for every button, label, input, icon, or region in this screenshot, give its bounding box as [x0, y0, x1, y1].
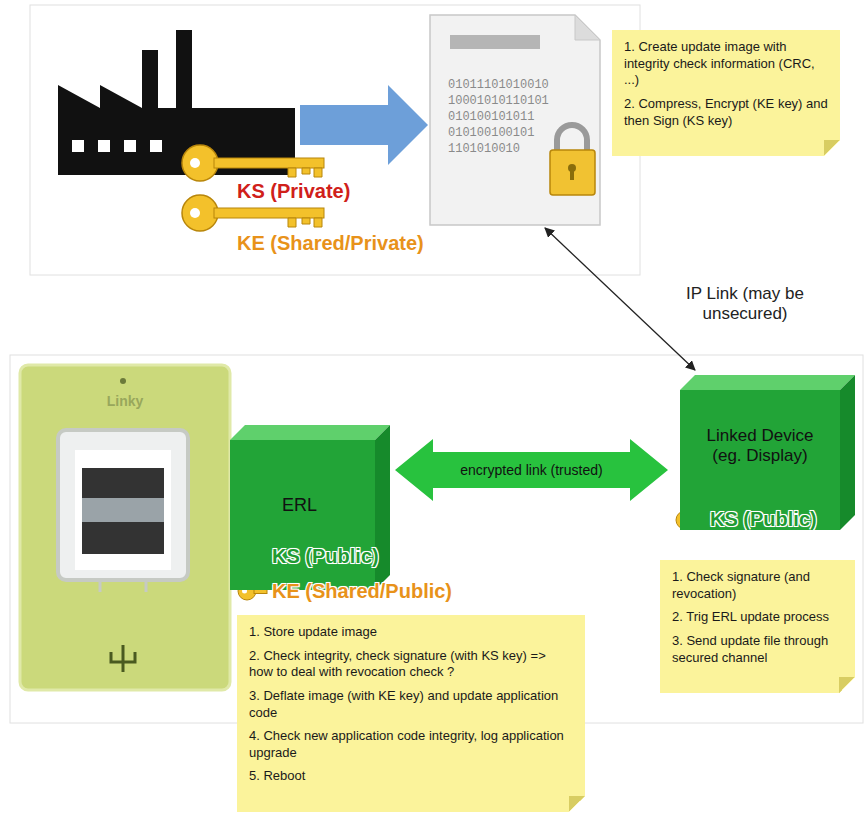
note-text: 5. Reboot [249, 768, 573, 785]
linky-meter: Linky [20, 365, 230, 690]
linky-meter [82, 498, 164, 522]
document-icon [450, 35, 540, 49]
panel [10, 355, 863, 723]
note-text: 2. Compress, Encrypt (KE key) and then S… [624, 96, 828, 129]
note-text: 3. Deflate image (with KE key) and updat… [249, 688, 573, 721]
binary-text: 010100101011 [448, 109, 600, 125]
note-fold [569, 796, 585, 812]
flow-arrow [300, 85, 428, 165]
box-face [230, 425, 390, 440]
note-fold [839, 677, 855, 693]
edge-label: encrypted link (trusted) [442, 462, 622, 479]
box-face [230, 375, 855, 590]
edge-label: IP Link (may be unsecured) [665, 282, 825, 327]
document-icon [430, 15, 600, 225]
linky-meter [120, 378, 126, 384]
key-icon [182, 145, 324, 181]
note: 1. Create update image with integrity ch… [612, 30, 840, 156]
linky-meter [58, 430, 188, 580]
document-icon [430, 15, 600, 225]
brand-label: Linky [20, 393, 230, 409]
factory-icon [72, 140, 84, 152]
linky-meter [20, 365, 230, 690]
encrypted-link [395, 439, 668, 501]
note-text: 1. Check signature (and revocation) [672, 569, 843, 602]
binary-text: 010100100101 [448, 125, 600, 141]
note-text: 3. Send update file through secured chan… [672, 633, 843, 666]
binary-text: 01011101010010 [448, 77, 600, 93]
note-text: 1. Store update image [249, 624, 573, 641]
document-icon [575, 15, 600, 40]
factory-icon [98, 140, 110, 152]
linky-meter [20, 365, 230, 690]
key-label: KS (Private) [237, 180, 350, 203]
linky-meter [82, 468, 164, 498]
factory: KS (Private)KE (Shared/Private) [50, 20, 300, 270]
key-label: KS (Public) [272, 545, 379, 568]
box-face [840, 375, 855, 530]
erl-box: ERLKS (Public)KE (Shared/Public) [230, 440, 375, 590]
note: 1. Check signature (and revocation) 2. Tr… [660, 560, 855, 693]
padlock-icon [550, 150, 595, 195]
device-box: Linked Device (eg. Display) KS (Public) [680, 390, 840, 530]
padlock-icon [557, 125, 587, 152]
note-text: 4. Check new application code integrity,… [249, 728, 573, 761]
note-fold [824, 140, 840, 156]
factory-icon [150, 140, 162, 152]
factory-icon [124, 140, 136, 152]
binary-text: 1101010010 [448, 141, 600, 157]
factory-icon [58, 30, 295, 175]
box-label: ERL [282, 495, 317, 516]
note: 1. Store update image 2. Check integrity,… [237, 615, 585, 812]
box-face [680, 375, 855, 390]
linky-meter [111, 645, 135, 672]
key-label: KE (Shared/Private) [237, 232, 424, 255]
linky-meter [82, 522, 164, 554]
linky-meter [75, 450, 171, 570]
update-image-file: 0101110101001010001010110101010100101011… [430, 15, 600, 225]
key-label: KE (Shared/Public) [272, 580, 452, 603]
box-label: Linked Device (eg. Display) [695, 426, 825, 467]
padlock-icon [550, 125, 595, 195]
padlock-icon [570, 168, 574, 180]
note-text: 1. Create update image with integrity ch… [624, 39, 828, 89]
key-label: KS (Public) [710, 508, 817, 531]
note-text: 2. Check integrity, check signature (wit… [249, 648, 573, 681]
panel [30, 5, 640, 275]
note-text: 2. Trig ERL update process [672, 609, 843, 626]
binary-text: 10001010110101 [448, 93, 600, 109]
factory-icon [58, 30, 295, 175]
linky-meter [100, 580, 146, 592]
